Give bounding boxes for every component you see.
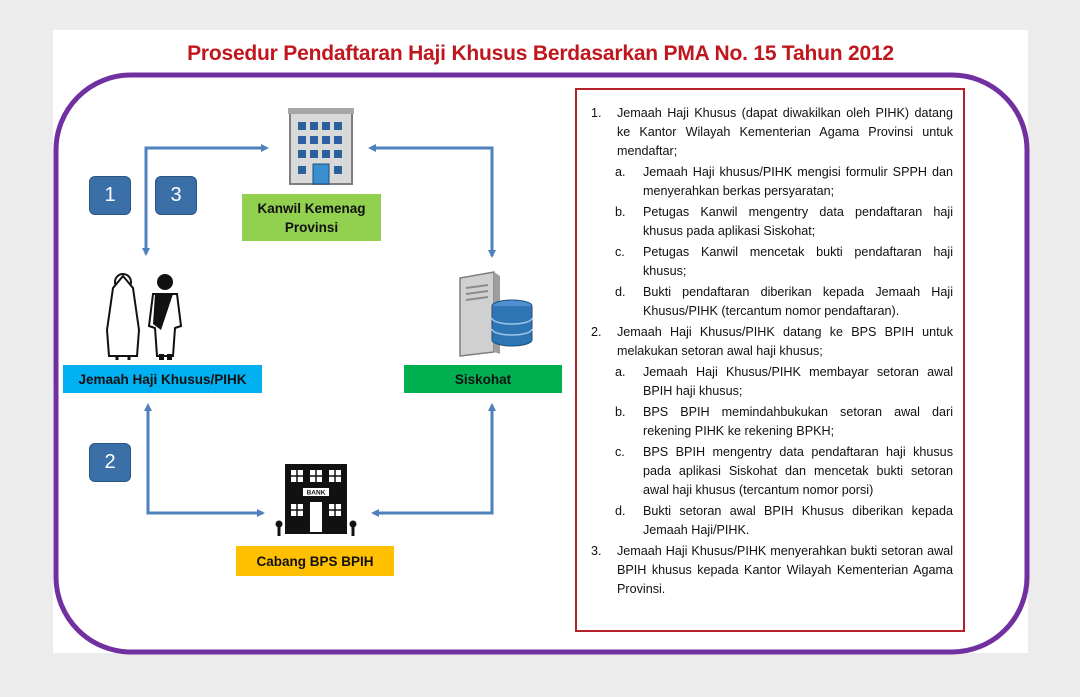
step-1-item-c: c. Petugas Kanwil mencetak bukti pendafta… [615,243,953,281]
item-text: BPS BPIH memindahbukukan setoran awal da… [643,405,953,438]
item-letter: c. [615,445,625,459]
pilgrims-icon [105,273,183,360]
step-text: Jemaah Haji Khusus/PIHK menyerahkan bukt… [617,544,953,596]
step-badge-1: 1 [89,176,131,215]
step-badge-2: 2 [89,443,131,482]
office-building-icon [288,108,354,185]
item-text: Bukti pendaftaran diberikan kepada Jemaa… [643,285,953,318]
item-letter: a. [615,365,626,379]
step-1-item-b: b. Petugas Kanwil mengentry data pendafta… [615,203,953,241]
node-kanwil: Kanwil Kemenag Provinsi [242,194,381,241]
step-2-item-d: d. Bukti setoran awal BPIH Khusus diberik… [615,502,953,540]
step-text: Jemaah Haji Khusus (dapat diwakilkan ole… [617,106,953,158]
step-1-item-a: a. Jemaah Haji khusus/PIHK mengisi formul… [615,163,953,201]
item-text: Bukti setoran awal BPIH Khusus diberikan… [643,504,953,537]
step-text: Jemaah Haji Khusus/PIHK datang ke BPS BP… [617,325,953,358]
item-letter: c. [615,245,625,259]
item-letter: b. [615,205,626,219]
step-badge-3: 3 [155,176,197,215]
server-database-icon [459,271,533,357]
step-2-item-c: c. BPS BPIH mengentry data pendaftaran ha… [615,443,953,500]
step-number: 1. [591,106,602,120]
item-letter: a. [615,165,626,179]
diagram-title: Prosedur Pendaftaran Haji Khusus Berdasa… [187,42,894,65]
node-jemaah: Jemaah Haji Khusus/PIHK [63,365,262,393]
procedure-steps-panel: 1. Jemaah Haji Khusus (dapat diwakilkan … [575,88,965,632]
step-2-item-a: a. Jemaah Haji Khusus/PIHK membayar setor… [615,363,953,401]
item-text: Jemaah Haji Khusus/PIHK membayar setoran… [643,365,953,398]
bank-icon: BANK [275,464,357,536]
step-3: 3. Jemaah Haji Khusus/PIHK menyerahkan b… [591,542,953,599]
steps-list: 1. Jemaah Haji Khusus (dapat diwakilkan … [591,104,953,599]
item-text: Petugas Kanwil mencetak bukti pendaftara… [643,245,953,278]
step-2-item-b: b. BPS BPIH memindahbukukan setoran awal … [615,403,953,441]
item-text: Jemaah Haji khusus/PIHK mengisi formulir… [643,165,953,198]
item-letter: b. [615,405,626,419]
step-2: 2. Jemaah Haji Khusus/PIHK datang ke BPS… [591,323,953,361]
node-siskohat: Siskohat [404,365,562,393]
step-1: 1. Jemaah Haji Khusus (dapat diwakilkan … [591,104,953,161]
item-letter: d. [615,285,626,299]
step-number: 2. [591,325,602,339]
bank-sign: BANK [307,490,326,497]
item-text: Petugas Kanwil mengentry data pendaftara… [643,205,953,238]
item-letter: d. [615,504,626,518]
step-1-item-d: d. Bukti pendaftaran diberikan kepada Jem… [615,283,953,321]
item-text: BPS BPIH mengentry data pendaftaran haji… [643,445,953,497]
node-bps: Cabang BPS BPIH [236,546,394,576]
step-number: 3. [591,544,602,558]
